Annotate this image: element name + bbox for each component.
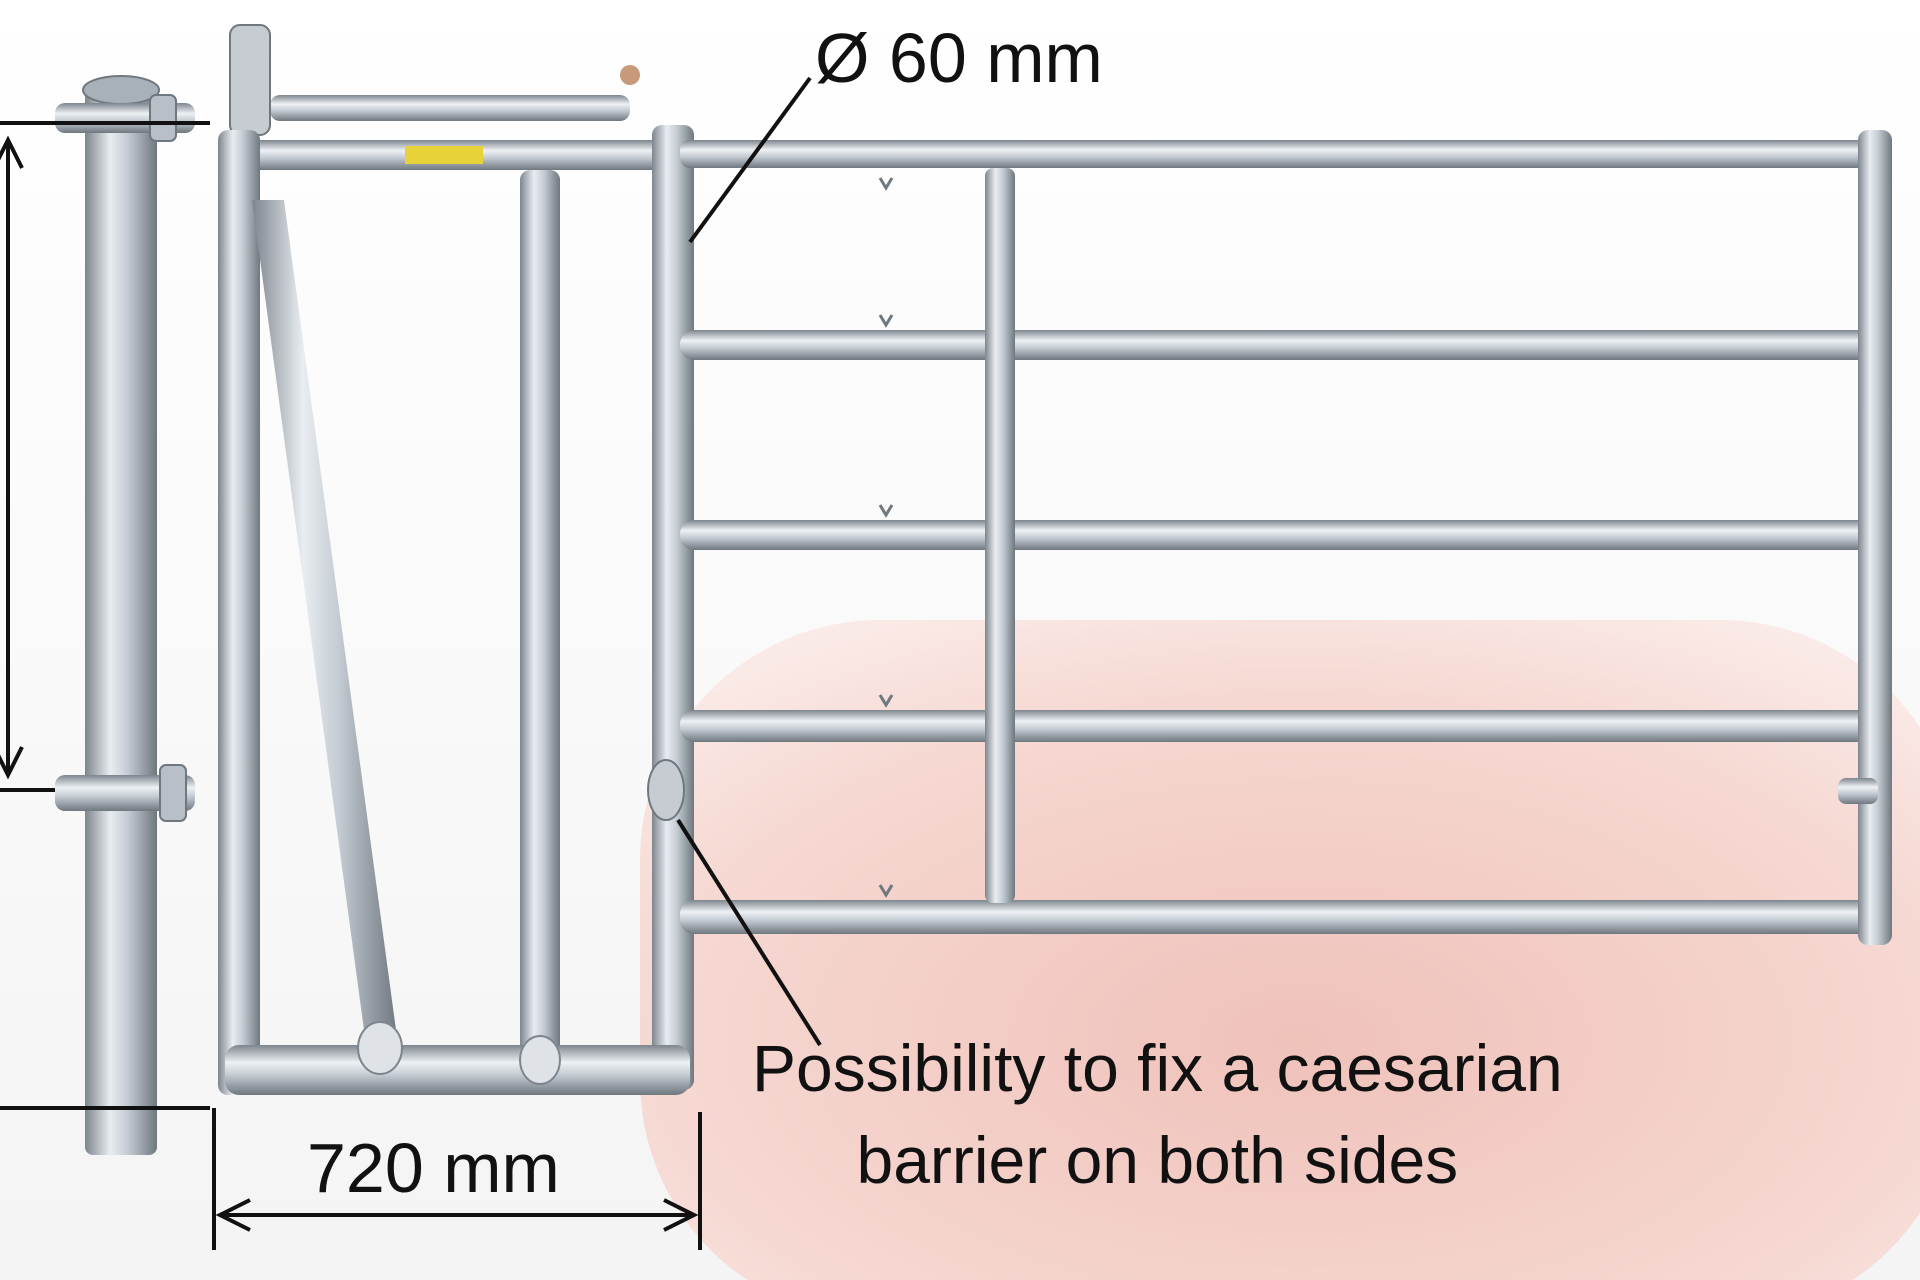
warning-sticker: [405, 146, 483, 164]
front-frame: [218, 24, 694, 1095]
width-dimension: [0, 1106, 702, 1250]
support-post: [55, 75, 195, 1155]
note-line-1: Possibility to fix a caesarian: [752, 1031, 1563, 1105]
note-line-2: barrier on both sides: [856, 1123, 1459, 1197]
diameter-label: Ø 60 mm: [815, 19, 1103, 97]
floor-shadow: [640, 620, 1920, 1280]
gate-panel: [680, 130, 1892, 945]
caesarian-barrier-note: Possibility to fix a caesarian barrier o…: [752, 1022, 1563, 1206]
height-dimension: [0, 121, 210, 792]
width-dimension-label: 720 mm: [307, 1129, 560, 1207]
note-leader-line: [676, 818, 822, 1047]
diameter-leader-line: [688, 76, 812, 244]
